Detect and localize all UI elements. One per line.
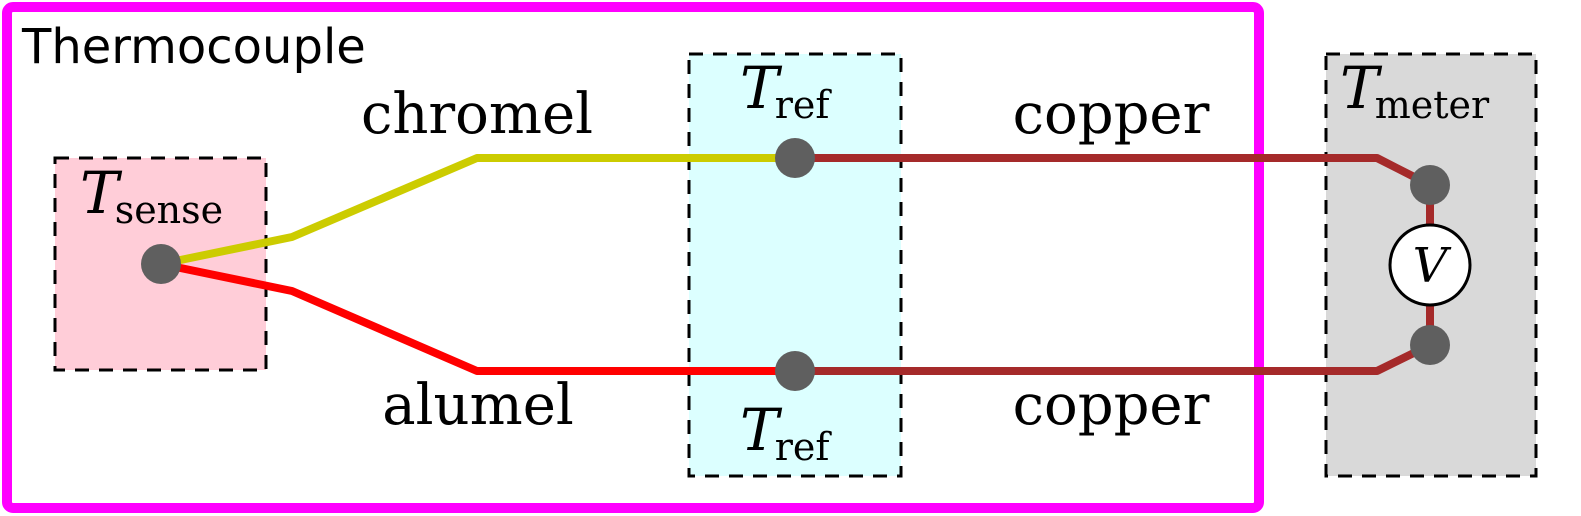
t-ref-top-label: Tref: [740, 54, 832, 127]
copper-label-top: copper: [1013, 82, 1210, 147]
alumel-wire: [157, 260, 799, 375]
t-ref-bottom-subscript: ref: [775, 425, 833, 469]
chromel-wire: [157, 154, 799, 268]
thermocouple-title: Thermocouple: [21, 19, 366, 75]
ref-junction-top: [775, 138, 815, 178]
voltmeter-circle: [1388, 223, 1472, 307]
t-meter-subscript: meter: [1375, 83, 1490, 127]
ref-junction-bottom: [775, 351, 815, 391]
t-ref-top-subscript: ref: [775, 83, 833, 127]
alumel-label: alumel: [382, 373, 574, 438]
meter-terminal-top: [1410, 165, 1450, 205]
reference-zone: [687, 52, 903, 478]
thermocouple-frame: [2, 2, 1264, 513]
t-meter-label: Tmeter: [1340, 54, 1490, 127]
voltmeter-label: V: [1413, 238, 1452, 294]
t-ref-bottom-label: Tref: [740, 396, 832, 469]
t-sense-label: Tsense: [80, 159, 223, 232]
chromel-label: chromel: [361, 82, 593, 147]
t-sense-subscript: sense: [115, 188, 223, 232]
sense-junction: [141, 244, 181, 284]
meter-terminal-bottom: [1410, 325, 1450, 365]
copper-label-bottom: copper: [1013, 373, 1210, 438]
